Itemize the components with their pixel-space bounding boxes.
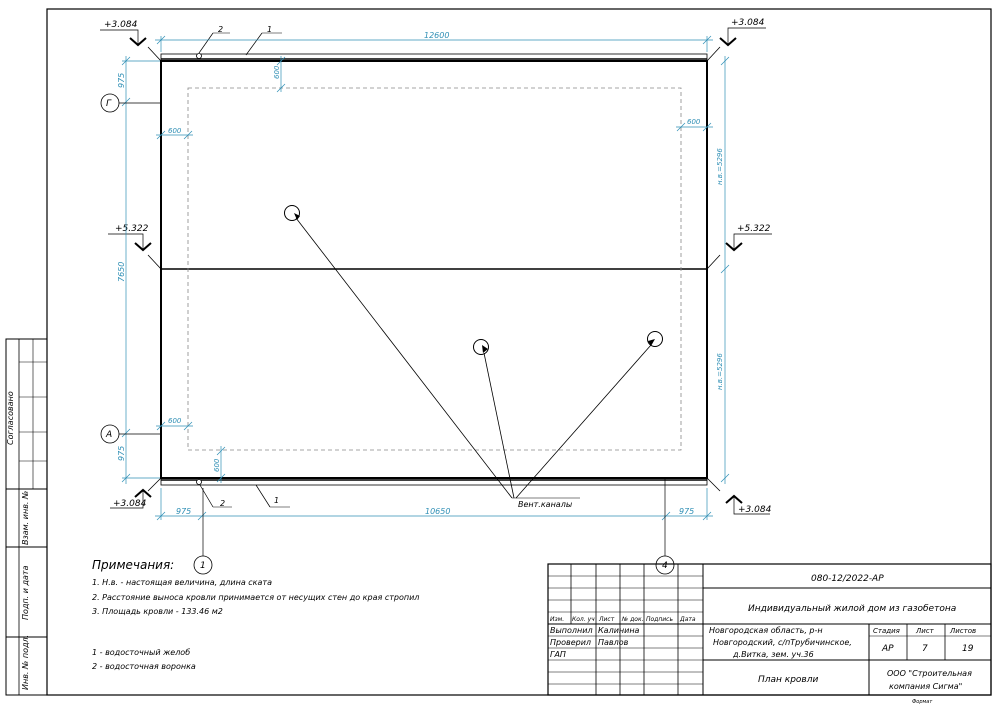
inv-replace-label: Взам. инв. №	[21, 491, 30, 545]
svg-text:975: 975	[117, 73, 126, 88]
svg-text:600: 600	[687, 118, 701, 126]
svg-text:Лист: Лист	[598, 616, 615, 623]
level-mid-right: +5.322	[737, 224, 771, 234]
drawing-code: 080-12/2022-АР	[811, 574, 884, 584]
axis-1: 1	[200, 561, 206, 571]
level-top-left: +3.084	[104, 20, 138, 30]
svg-text:975: 975	[117, 446, 126, 461]
address-line-2: Новгородский, с/пТрубичинское,	[713, 638, 852, 647]
inv-orig-label: Инв. № подл.	[21, 635, 30, 690]
svg-text:Дата: Дата	[679, 616, 696, 623]
level-mid-left: +5.322	[115, 224, 149, 234]
name-performed: Калинина	[598, 626, 640, 635]
note-3: 3. Площадь кровли - 133.46 м2	[92, 607, 223, 616]
callout-1-top: 1	[267, 25, 272, 34]
dimension-lines	[121, 35, 730, 521]
format-label: Формат	[912, 699, 933, 705]
note-1: 1. Н.в. - настоящая величина, длина скат…	[92, 578, 272, 587]
role-gap: ГАП	[550, 650, 566, 659]
roof-outline	[147, 46, 721, 492]
drawing-title: План кровли	[758, 675, 818, 685]
level-top-right: +3.084	[731, 18, 765, 28]
sheets-value: 19	[962, 644, 974, 654]
svg-text:Подпись: Подпись	[646, 616, 673, 623]
svg-text:н.в.=5296: н.в.=5296	[716, 148, 724, 185]
project-name: Индивидуальный жилой дом из газобетона	[748, 604, 956, 614]
svg-text:600: 600	[168, 417, 182, 425]
callout-2-bottom: 2	[220, 499, 225, 508]
svg-text:600: 600	[168, 127, 182, 135]
vent-channels: Вент.каналы	[284, 205, 663, 509]
legend-1: 1 - водосточный желоб	[92, 648, 190, 657]
level-marks: +3.084 +3.084 +5.322 +5.322 +3.084 +3.08…	[100, 18, 772, 515]
svg-text:600: 600	[273, 65, 281, 79]
vent-label: Вент.каналы	[518, 500, 572, 509]
name-checked: Павлов	[598, 638, 629, 647]
axis-g: Г	[106, 99, 112, 109]
sheet-value: 7	[922, 644, 928, 654]
svg-text:№ док.: № док.	[621, 616, 644, 623]
top-gutter	[160, 53, 708, 62]
level-bottom-left: +3.084	[113, 499, 147, 509]
dimension-texts: 12600 975 10650 975 975 7650 975 600 600…	[117, 31, 724, 516]
sign-date-label: Подп. и дата	[21, 565, 30, 620]
level-bottom-right: +3.084	[738, 505, 772, 515]
svg-text:7650: 7650	[117, 262, 126, 282]
company-line-2: компания Сигма"	[889, 682, 962, 691]
company-line-1: ООО "Строительная	[887, 669, 972, 678]
role-checked: Проверил	[550, 638, 591, 647]
svg-text:Изм.: Изм.	[550, 616, 564, 623]
notes-title: Примечания:	[92, 558, 174, 572]
axis-a: А	[105, 430, 112, 440]
svg-text:12600: 12600	[424, 31, 449, 40]
title-block: 080-12/2022-АР Индивидуальный жилой дом …	[547, 563, 992, 705]
side-stamp: Согласовано Взам. инв. № Подп. и дата Ин…	[5, 338, 48, 696]
agreed-label: Согласовано	[6, 391, 15, 445]
axis-markers: Г А 1 4	[100, 93, 675, 575]
callout-1-bottom: 1	[274, 496, 279, 505]
svg-text:Стадия: Стадия	[873, 627, 900, 635]
svg-text:Кол. уч: Кол. уч	[572, 616, 595, 623]
callout-2-top: 2	[218, 25, 223, 34]
svg-text:10650: 10650	[425, 507, 450, 516]
svg-text:600: 600	[213, 458, 221, 472]
notes: Примечания: 1. Н.в. - настоящая величина…	[92, 558, 419, 671]
svg-text:975: 975	[679, 507, 694, 516]
bearing-walls-outline	[187, 87, 682, 451]
role-performed: Выполнил	[550, 626, 593, 635]
svg-text:Листов: Листов	[949, 627, 976, 635]
svg-text:Лист: Лист	[915, 627, 935, 635]
stage-value: АР	[881, 644, 894, 654]
svg-text:975: 975	[176, 507, 191, 516]
address-line-1: Новгородская область, р-н	[709, 626, 823, 635]
svg-text:н.в.=5296: н.в.=5296	[716, 353, 724, 390]
note-2: 2. Расстояние выноса кровли принимается …	[92, 593, 419, 602]
legend-2: 2 - водосточная воронка	[92, 662, 196, 671]
address-line-3: д.Витка, зем. уч.36	[732, 650, 814, 659]
bottom-gutter	[160, 477, 708, 486]
gutter-callouts: 2 1 2 1	[196, 25, 290, 508]
axis-4: 4	[662, 561, 668, 571]
